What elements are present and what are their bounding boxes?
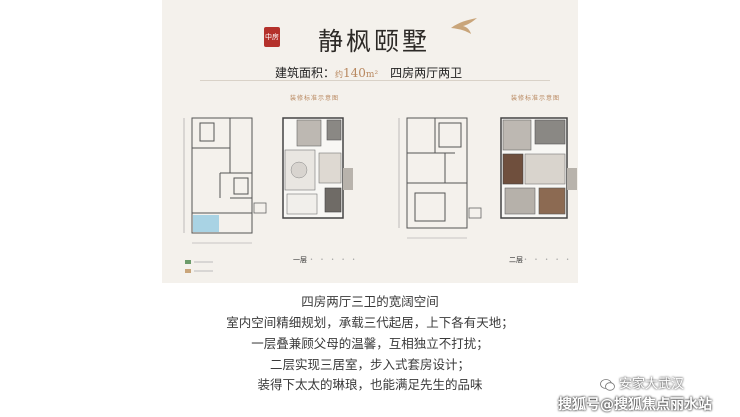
title-divider (200, 80, 550, 81)
wechat-icon (600, 378, 615, 391)
bird-logo-icon (451, 18, 477, 34)
description-line-2: 一层叠兼顾父母的温馨，互相独立不打扰； (251, 336, 489, 351)
description-line-4: 装得下太太的琳琅，也能满足先生的品味 (257, 377, 483, 392)
floorplan-1f-rendered (277, 108, 357, 228)
project-title: 静枫颐墅 (318, 27, 431, 56)
area-value: 140 (343, 66, 366, 80)
description-line-1: 室内空间精细规划，承载三代起居，上下各有天地； (226, 315, 514, 330)
sohu-watermark: 搜狐号@搜狐焦点丽水站 (558, 397, 712, 413)
area-unit: m² (365, 70, 379, 80)
area-prefix: 约 (335, 70, 344, 79)
description-heading: 四房两厅三卫的宽阔空间 (301, 294, 439, 309)
floor-tag-2f: 二层 (509, 256, 523, 264)
description-line-3: 二层实现三居室，步入式套房设计； (269, 357, 470, 372)
scale-marks-2f: • • • • • (524, 257, 573, 263)
legend-1f (183, 258, 233, 278)
area-label: 建筑面积： (275, 66, 336, 80)
brand-seal: 中房 (264, 27, 280, 47)
caption-right: 装修标准示意图 (511, 95, 561, 102)
caption-left: 装修标准示意图 (290, 95, 340, 102)
floorplan-2f-rendered (495, 108, 580, 228)
spec-line: 建筑面积：约140m² 四房两厅两卫 (275, 64, 462, 81)
scale-marks-1f: • • • • • (310, 257, 359, 263)
floorplan-2f-line (395, 103, 485, 253)
watermark-account: 安家大武汉 (619, 377, 685, 392)
layout-type: 四房两厅两卫 (390, 66, 463, 80)
floorplan-1f-line (180, 103, 270, 253)
wechat-watermark: 安家大武汉 (600, 373, 684, 392)
floor-tag-1f: 一层 (293, 256, 307, 264)
